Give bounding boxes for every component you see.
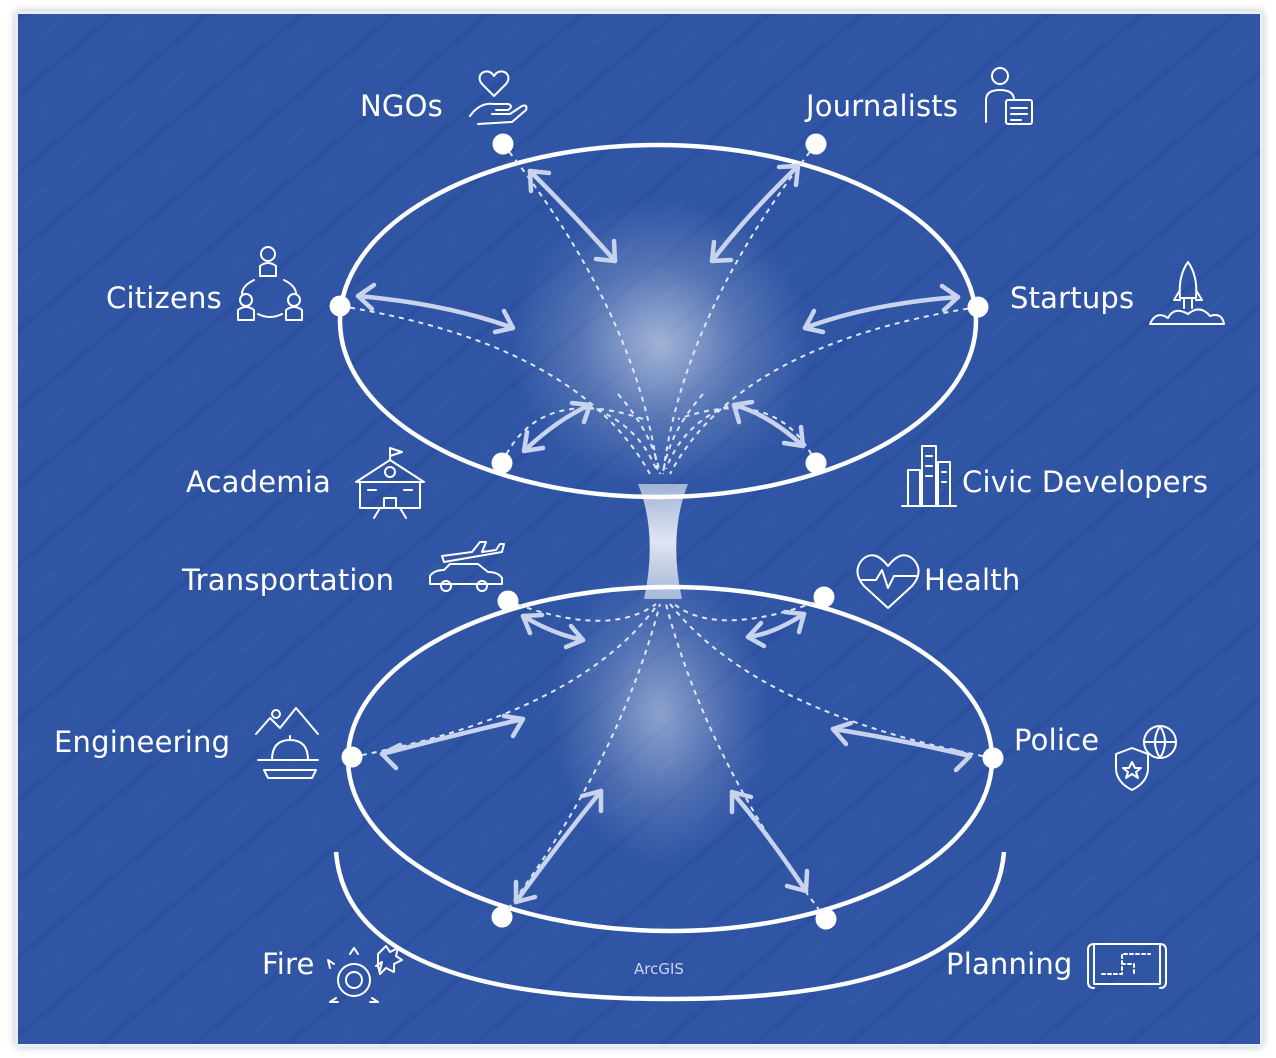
node-dot-academia bbox=[491, 452, 513, 474]
node-label-engineering: Engineering bbox=[54, 725, 231, 759]
node-dot-journalists bbox=[805, 133, 827, 155]
funnel-neck bbox=[638, 484, 688, 599]
fire-emblem-icon bbox=[327, 945, 403, 1003]
node-label-startups: Startups bbox=[1010, 281, 1135, 315]
node-label-journalists: Journalists bbox=[806, 89, 959, 123]
node-dot-startups bbox=[967, 296, 989, 318]
landscape-hardhat-icon bbox=[255, 707, 319, 779]
diagram-canvas bbox=[18, 14, 1260, 1044]
node-label-planning: Planning bbox=[946, 947, 1073, 981]
node-dots bbox=[329, 133, 1004, 930]
arrow-ngos bbox=[527, 168, 618, 264]
top-funnel-glow bbox=[510, 199, 810, 489]
node-dot-health bbox=[813, 586, 835, 608]
heart-pulse-icon bbox=[856, 554, 920, 609]
node-dot-transportation bbox=[497, 590, 519, 612]
bottom-funnel-glow bbox=[550, 564, 770, 864]
arrow-startups bbox=[802, 294, 961, 331]
badge-globe-icon bbox=[1115, 725, 1177, 791]
node-dot-citizens bbox=[329, 295, 351, 317]
node-label-transportation: Transportation bbox=[182, 563, 395, 597]
arrow-transportation bbox=[520, 613, 586, 643]
node-dot-engineering bbox=[341, 746, 363, 768]
node-dot-ngos bbox=[492, 133, 514, 155]
arrow-planning bbox=[729, 789, 809, 894]
node-label-ngos: NGOs bbox=[360, 89, 443, 123]
node-dot-planning bbox=[815, 908, 837, 930]
city-buildings-icon bbox=[901, 445, 957, 507]
node-dot-civic-developers bbox=[805, 452, 827, 474]
platform-label: ArcGIS bbox=[634, 960, 684, 978]
connection-arrows bbox=[355, 163, 973, 905]
school-building-icon bbox=[355, 447, 425, 519]
node-label-citizens: Citizens bbox=[106, 281, 222, 315]
diagram-frame: NGOs Journalists Citizens Startups Acade… bbox=[18, 14, 1260, 1044]
arrow-academia bbox=[521, 402, 593, 454]
node-dot-police bbox=[982, 747, 1004, 769]
top-funnel-lines bbox=[339, 143, 979, 475]
arcgis-base-arc bbox=[333, 851, 1007, 1002]
arrow-citizens bbox=[355, 293, 516, 331]
node-label-health: Health bbox=[924, 563, 1021, 597]
hand-heart-icon bbox=[469, 70, 528, 125]
node-label-academia: Academia bbox=[186, 465, 331, 499]
background-pattern bbox=[18, 14, 1260, 1044]
node-label-police: Police bbox=[1014, 723, 1100, 757]
arrow-journalists bbox=[709, 163, 801, 264]
people-circle-icon bbox=[237, 246, 303, 321]
rocket-icon bbox=[1149, 261, 1225, 325]
person-document-icon bbox=[985, 67, 1033, 125]
node-dot-fire bbox=[491, 906, 513, 928]
arrow-health bbox=[745, 611, 807, 640]
node-label-fire: Fire bbox=[262, 947, 315, 981]
plane-car-icon bbox=[429, 541, 505, 592]
arrow-civic-developers bbox=[731, 402, 806, 449]
arrow-engineering bbox=[379, 716, 526, 757]
top-group-ellipse bbox=[337, 142, 979, 500]
node-label-civic-developers: Civic Developers bbox=[962, 465, 1209, 499]
arrow-fire bbox=[513, 788, 604, 905]
blueprint-icon bbox=[1087, 943, 1167, 989]
